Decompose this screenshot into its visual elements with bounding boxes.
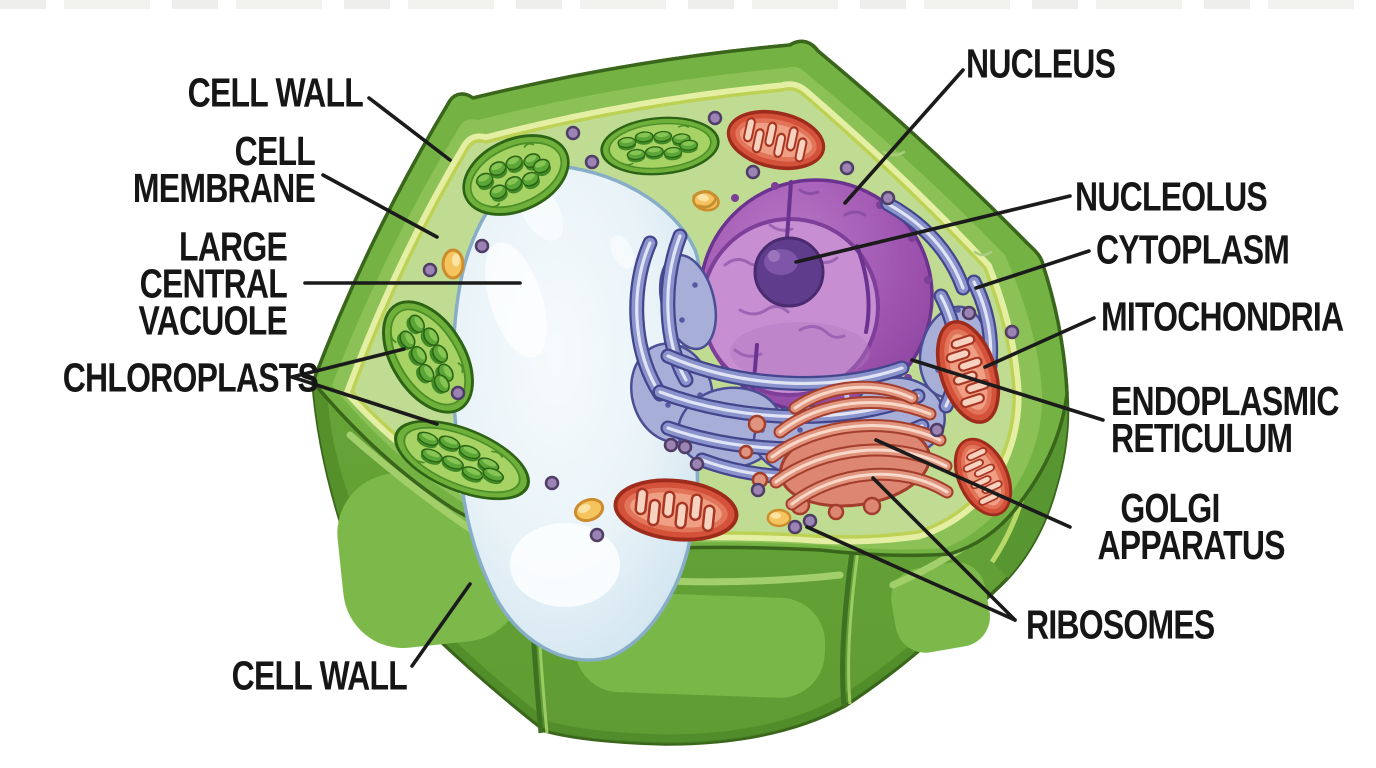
vesicle-graphic bbox=[766, 508, 792, 528]
leader-nucleus bbox=[843, 68, 965, 205]
leader-cell-wall-bottom bbox=[410, 582, 472, 668]
leader-endoplasmic-reticulum bbox=[910, 358, 1105, 422]
label-mitochondria: MITOCHONDRIA bbox=[1101, 293, 1344, 340]
leader-nucleolus bbox=[794, 194, 1072, 264]
label-cytoplasm: CYTOPLASM bbox=[1096, 226, 1290, 273]
label-large-central-vacuole: LARGE CENTRAL VACUOLE bbox=[138, 223, 287, 344]
leader-ribosomes-2 bbox=[805, 525, 1017, 622]
leader-chloroplasts-2 bbox=[290, 375, 439, 426]
label-ribosomes: RIBOSOMES bbox=[1026, 601, 1215, 648]
cropped-text-artifact-strip bbox=[0, 0, 1376, 9]
leader-cell-wall-top bbox=[367, 96, 452, 162]
label-nucleolus: NUCLEOLUS bbox=[1075, 173, 1268, 220]
nucleolus-graphic bbox=[753, 236, 825, 308]
label-nucleus: NUCLEUS bbox=[966, 40, 1116, 87]
leader-cell-membrane bbox=[321, 173, 439, 239]
leader-ribosomes-1 bbox=[871, 476, 1017, 622]
leader-chloroplasts-1 bbox=[290, 347, 406, 379]
leader-lines bbox=[290, 68, 1105, 668]
cell-graphic bbox=[311, 39, 1070, 746]
leader-golgi bbox=[874, 438, 1072, 529]
label-chloroplasts: CHLOROPLASTS bbox=[62, 354, 319, 401]
vesicle-graphic bbox=[441, 248, 465, 280]
leader-mitochondria bbox=[983, 316, 1096, 369]
label-endoplasmic-reticulum: ENDOPLASMIC RETICULUM bbox=[1111, 378, 1340, 461]
golgi-apparatus-graphic bbox=[738, 387, 947, 521]
label-cell-wall-top: CELL WALL bbox=[187, 69, 364, 116]
label-cell-wall-bottom: CELL WALL bbox=[231, 652, 408, 699]
label-cell-membrane: CELL MEMBRANE bbox=[132, 128, 316, 211]
label-golgi-apparatus: GOLGI APPARATUS bbox=[1097, 485, 1285, 568]
leader-cytoplasm bbox=[974, 249, 1091, 290]
